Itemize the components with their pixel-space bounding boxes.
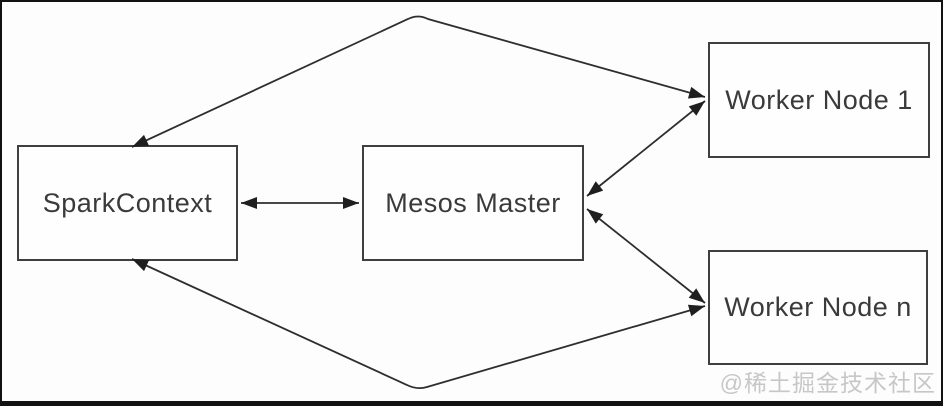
node-mesosmaster: Mesos Master: [362, 145, 584, 261]
edge-sparkcontext-workernoden: [131, 258, 706, 390]
node-workernode1-label: Worker Node 1: [725, 84, 913, 115]
edge-sparkcontext-workernode1: [131, 15, 706, 148]
node-mesosmaster-label: Mesos Master: [385, 187, 561, 218]
node-sparkcontext-label: SparkContext: [42, 187, 213, 218]
node-workernoden: Worker Node n: [708, 250, 928, 365]
node-workernode1: Worker Node 1: [708, 42, 930, 158]
watermark-text: @稀土掘金技术社区: [719, 370, 936, 396]
node-sparkcontext: SparkContext: [17, 145, 238, 261]
edge-mesosmaster-workernoden: [586, 208, 706, 304]
edge-mesosmaster-workernode1: [586, 100, 706, 197]
node-workernoden-label: Worker Node n: [724, 292, 912, 322]
